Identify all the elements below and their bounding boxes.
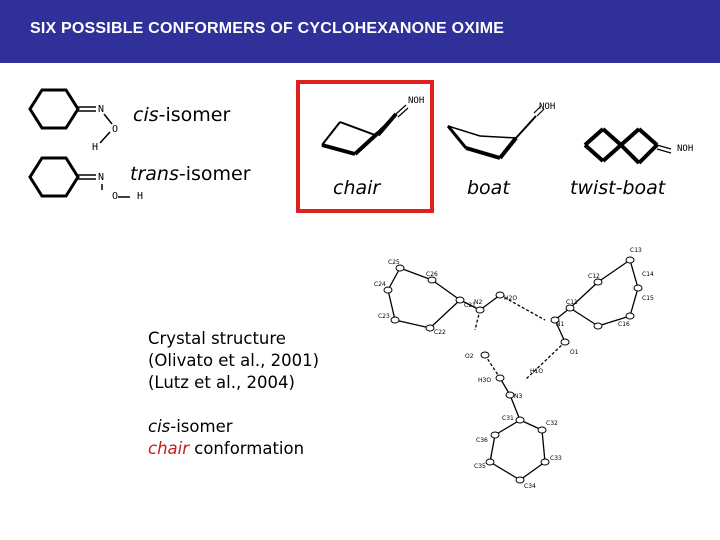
label-c24: C24 (374, 281, 386, 288)
caption-line-4: cis-isomer (148, 416, 319, 438)
label-c32: C32 (546, 420, 558, 427)
cis-n-atom: N (98, 104, 105, 115)
label-c34: C34 (524, 483, 536, 490)
label-c13: C13 (630, 247, 642, 254)
caption-line-3: (Lutz et al., 2004) (148, 373, 295, 392)
crystal-caption: Crystal structure (Olivato et al., 2001)… (148, 328, 319, 460)
cis-oh-bond (99, 131, 111, 144)
label-c11: C11 (566, 299, 578, 306)
boat-noh-label: NOH (539, 102, 556, 112)
caption-chair-red: chair (148, 439, 190, 458)
caption-line-5: chair conformation (148, 438, 319, 460)
label-c36: C36 (476, 437, 488, 444)
chair-label: chair (333, 177, 381, 199)
label-h1o: H1O (530, 368, 543, 375)
trans-suffix: -isomer (178, 163, 251, 185)
twist-boat-label: twist-boat (570, 177, 666, 199)
crystal-structure-drawing: C21 C26 C25 C24 C23 C22 N2 H2O O2 C11 C1… (374, 247, 654, 490)
trans-isomer-label: trans-isomer (130, 163, 251, 185)
caption-isomer: -isomer (170, 417, 233, 436)
cis-o-atom: O (112, 124, 119, 135)
trans-isomer-structure (28, 156, 130, 198)
label-c31: C31 (502, 415, 514, 422)
cis-isomer-structure (28, 88, 113, 130)
label-o2: O2 (465, 353, 474, 360)
caption-conformation: conformation (189, 439, 305, 458)
label-n2: N2 (474, 299, 482, 306)
label-c16: C16 (618, 321, 630, 328)
label-n3: N3 (514, 393, 522, 400)
label-n1: N1 (556, 321, 564, 328)
trans-o-atom: O (112, 191, 119, 202)
label-o1: O1 (570, 349, 579, 356)
label-c33: C33 (550, 455, 562, 462)
label-c21: C21 (464, 302, 476, 309)
caption-cis-italic: cis (148, 417, 171, 436)
label-h3o: H3O (478, 377, 491, 384)
label-c22: C22 (434, 329, 446, 336)
chair-highlight-box (296, 80, 434, 213)
label-c26: C26 (426, 271, 438, 278)
label-h2o: H2O (504, 295, 517, 302)
cis-italic-prefix: cis (133, 104, 159, 126)
header-bar: SIX POSSIBLE CONFORMERS OF CYCLOHEXANONE… (0, 0, 720, 63)
trans-italic-prefix: trans (130, 163, 179, 185)
twist-boat-noh-label: NOH (677, 144, 694, 154)
cis-suffix: -isomer (158, 104, 231, 126)
twist-boat-conformer-drawing (583, 127, 672, 165)
label-c23: C23 (378, 313, 390, 320)
cis-h-atom: H (92, 142, 99, 153)
chair-conformer-drawing (321, 104, 409, 156)
page-title: SIX POSSIBLE CONFORMERS OF CYCLOHEXANONE… (30, 20, 505, 37)
boat-label: boat (467, 177, 510, 199)
label-c35: C35 (474, 463, 486, 470)
chair-noh-label: NOH (408, 96, 425, 106)
caption-line-1: Crystal structure (148, 329, 286, 348)
label-c25: C25 (388, 259, 400, 266)
trans-n-atom: N (98, 172, 105, 183)
label-c14: C14 (642, 271, 654, 278)
label-c15: C15 (642, 295, 654, 302)
caption-line-2: (Olivato et al., 2001) (148, 351, 320, 370)
label-c12: C12 (588, 273, 600, 280)
boat-conformer-drawing (446, 105, 545, 160)
cis-isomer-label: cis-isomer (133, 104, 230, 126)
trans-h-atom: H (137, 191, 144, 202)
